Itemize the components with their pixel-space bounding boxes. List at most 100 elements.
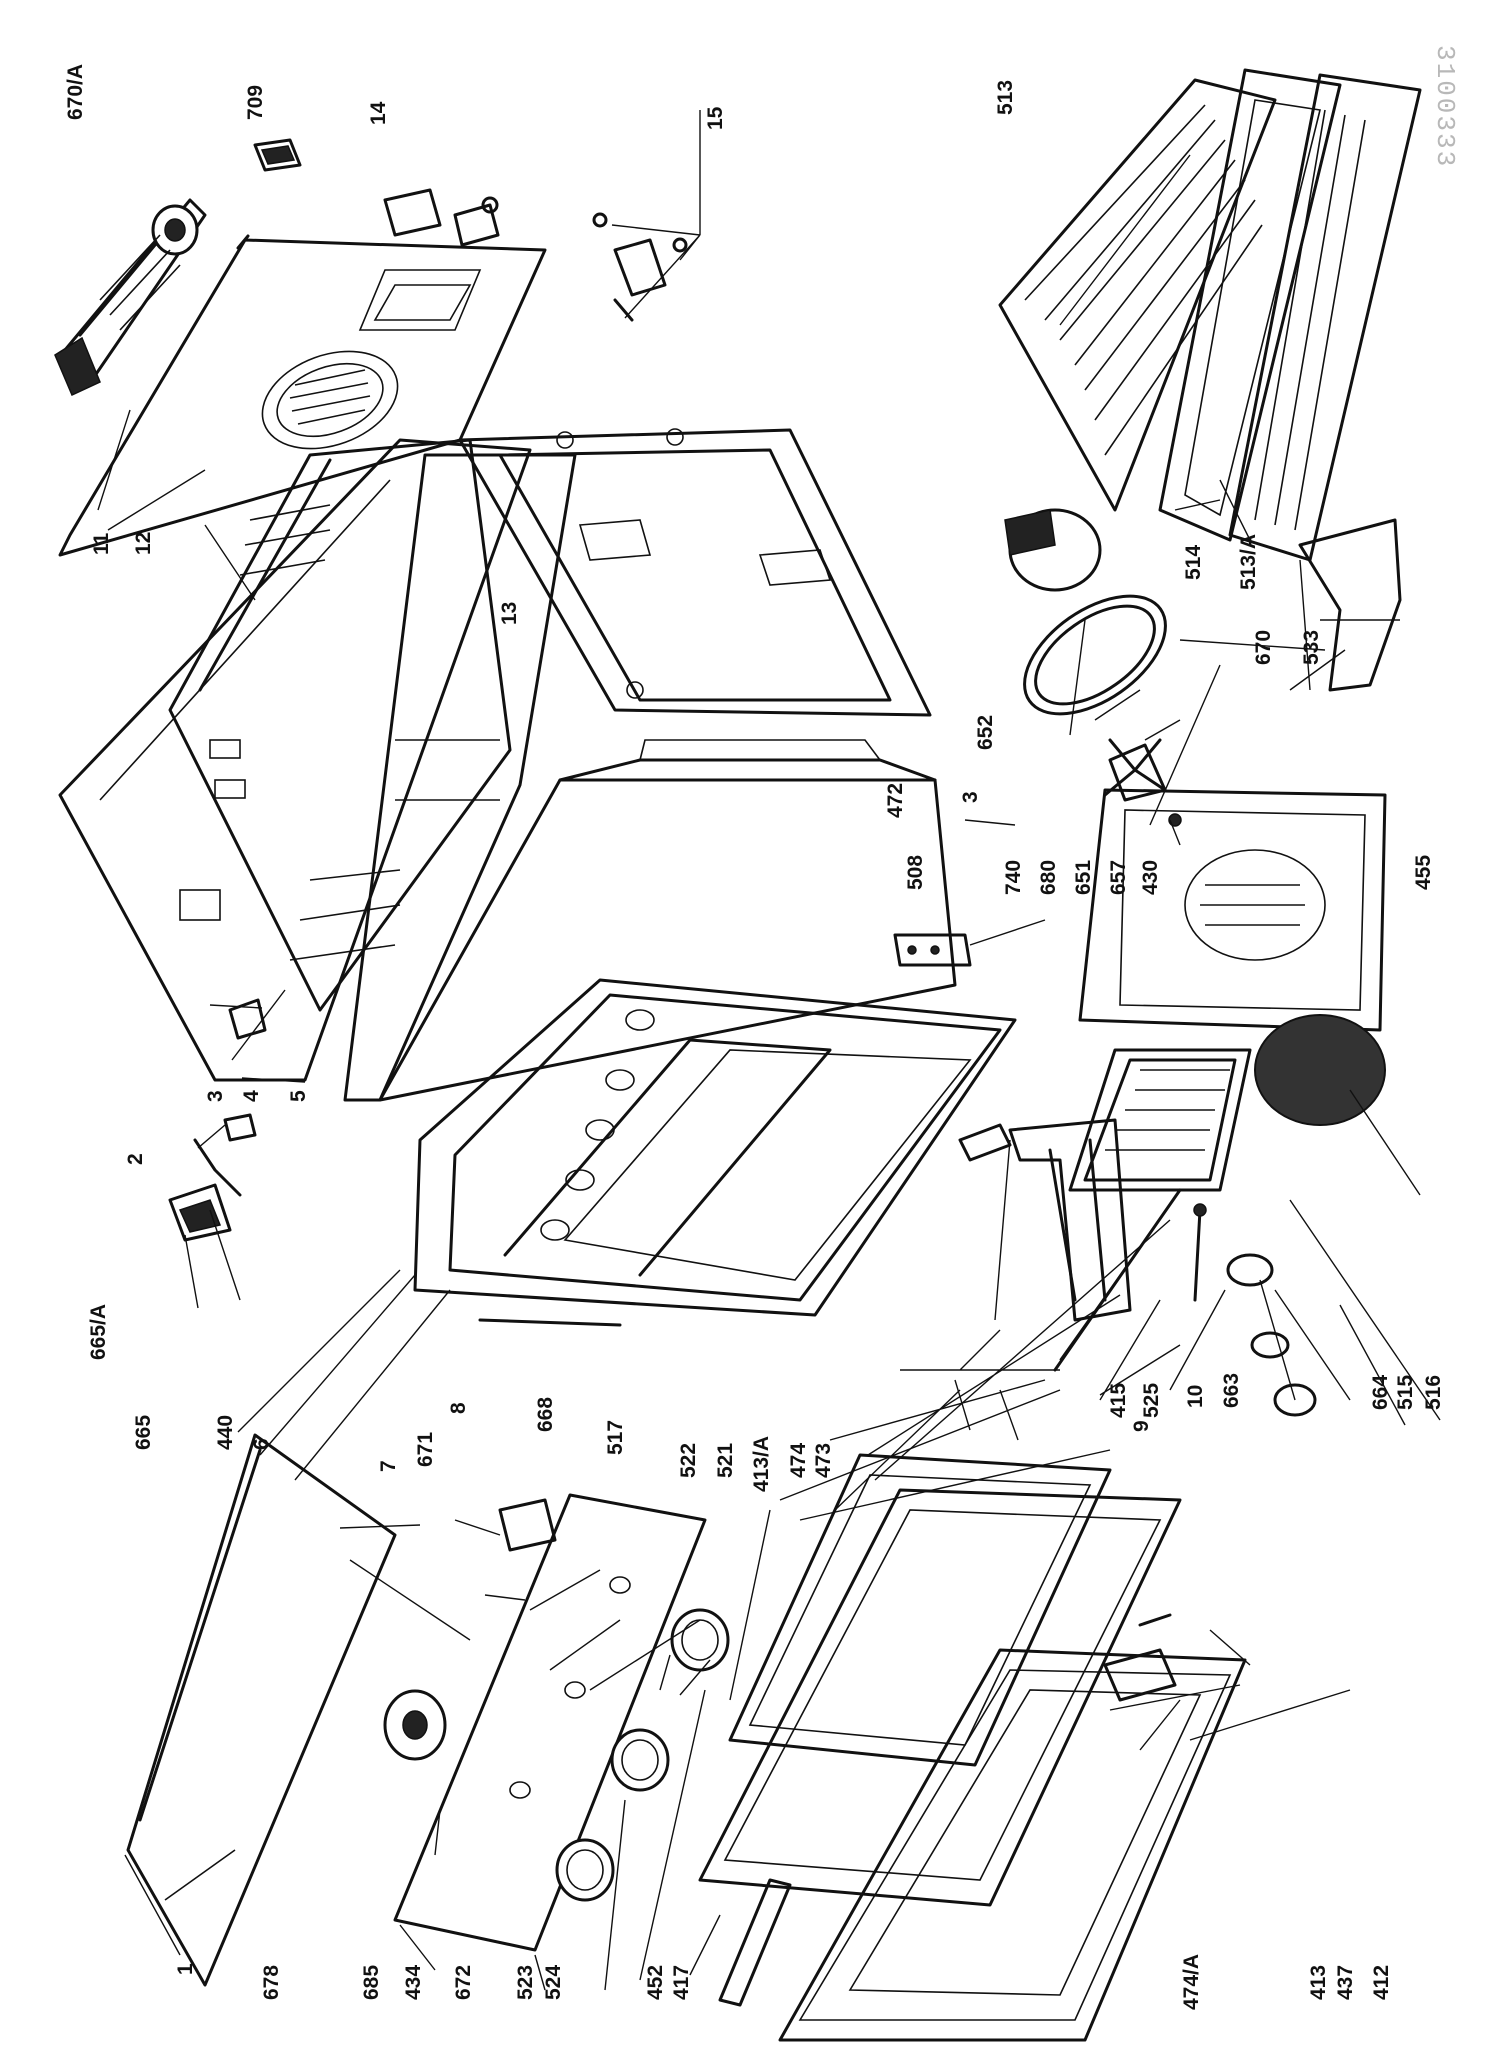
label-670a: 670/A — [64, 64, 87, 120]
label-15: 15 — [704, 106, 727, 130]
label-474a: 474/A — [1180, 1954, 1203, 2010]
control-knob-521 — [670, 1608, 730, 1672]
label-6: 6 — [250, 1438, 273, 1450]
label-8: 8 — [447, 1402, 470, 1414]
leader-lines — [97, 154, 1441, 1991]
sensor-rod-10 — [1193, 1203, 1207, 1302]
label-413: 413 — [1307, 1965, 1330, 2000]
control-knob-523 — [555, 1838, 615, 1902]
right-side-panel-3 — [458, 428, 932, 717]
label-665a: 665/A — [87, 1304, 110, 1360]
label-434: 434 — [402, 1965, 425, 2000]
switch-665 — [168, 1183, 232, 1242]
label-9: 9 — [1130, 1420, 1153, 1432]
label-508: 508 — [904, 855, 927, 890]
bracket-14 — [383, 188, 500, 247]
label-474: 474 — [787, 1443, 810, 1478]
circular-element-652 — [1023, 594, 1167, 716]
label-10: 10 — [1184, 1385, 1207, 1408]
reference-code: 3100333 — [1430, 45, 1460, 168]
label-455: 455 — [1412, 855, 1435, 890]
label-740: 740 — [1002, 860, 1025, 895]
rear-cavity-panel-430 — [1078, 788, 1387, 1032]
label-472: 472 — [884, 783, 907, 818]
front-frame-440 — [413, 978, 1017, 1317]
oven-shelf-513 — [998, 78, 1277, 512]
door-handle-417 — [718, 1878, 792, 2007]
control-panel-434 — [393, 1493, 707, 1952]
label-525: 525 — [1140, 1383, 1163, 1418]
label-671: 671 — [414, 1432, 437, 1467]
baking-tray-514 — [1158, 68, 1342, 542]
control-knob-524 — [610, 1728, 670, 1792]
label-7: 7 — [377, 1460, 400, 1472]
label-533: 533 — [1300, 630, 1323, 665]
label-513: 513 — [994, 80, 1017, 115]
label-678: 678 — [260, 1965, 283, 2000]
label-413a: 413/A — [750, 1436, 773, 1492]
control-knob-678 — [383, 1689, 447, 1761]
label-14: 14 — [367, 101, 390, 125]
label-12: 12 — [132, 532, 155, 555]
label-2: 2 — [124, 1153, 147, 1165]
label-473: 473 — [812, 1443, 835, 1478]
label-664: 664 — [1369, 1375, 1392, 1410]
fan-motor-651 — [1004, 508, 1102, 592]
oven-cavity — [378, 739, 957, 1102]
label-5: 5 — [287, 1090, 310, 1102]
label-3-right: 3 — [959, 791, 982, 803]
label-514: 514 — [1182, 545, 1205, 580]
fan-impeller-670 — [1103, 738, 1182, 827]
label-417: 417 — [670, 1965, 693, 2000]
label-516: 516 — [1422, 1375, 1445, 1410]
rear-panel-11 — [58, 234, 547, 557]
connector-709 — [253, 138, 302, 172]
bracket-4 — [228, 998, 267, 1040]
label-437: 437 — [1334, 1965, 1357, 2000]
bracket-set-15 — [592, 110, 701, 322]
label-672: 672 — [452, 1965, 475, 2000]
label-663: 663 — [1220, 1373, 1243, 1408]
label-11: 11 — [90, 532, 113, 555]
tray-handle-533 — [1298, 518, 1402, 692]
label-430: 430 — [1139, 860, 1162, 895]
grill-pan-513a — [1228, 73, 1422, 562]
label-657: 657 — [1107, 860, 1130, 895]
label-515: 515 — [1394, 1375, 1417, 1410]
label-1: 1 — [174, 1963, 197, 1975]
outer-casing-13 — [343, 453, 577, 1102]
label-513a: 513/A — [1237, 534, 1260, 590]
label-685: 685 — [360, 1965, 383, 2000]
label-521: 521 — [714, 1443, 737, 1478]
label-523: 523 — [514, 1965, 537, 2000]
label-670: 670 — [1252, 630, 1275, 665]
tangential-fan-motor-670a — [54, 198, 207, 397]
label-452: 452 — [644, 1965, 667, 2000]
label-524: 524 — [542, 1965, 565, 2000]
fan-guard-455 — [1254, 1014, 1386, 1126]
thermostat-probe-517 — [478, 1318, 622, 1327]
label-412: 412 — [1370, 1965, 1393, 2000]
label-522: 522 — [677, 1443, 700, 1478]
label-668: 668 — [534, 1397, 557, 1432]
oven-lamp-663 — [1226, 1253, 1317, 1417]
label-652: 652 — [974, 715, 997, 750]
shelf-support-525 — [1053, 1188, 1182, 1372]
label-651: 651 — [1072, 860, 1095, 895]
label-440: 440 — [214, 1415, 237, 1450]
door-glass-413a — [728, 1453, 1112, 1767]
hinge-508 — [893, 933, 972, 967]
thermostat-2 — [193, 1113, 257, 1197]
door-outer-474a — [778, 1648, 1247, 2042]
label-4: 4 — [240, 1090, 263, 1102]
door-hinge-437 — [1103, 1613, 1177, 1702]
label-415: 415 — [1107, 1383, 1130, 1418]
part-labels: 670/A 709 14 15 513 514 513/A 533 670 65… — [64, 64, 1445, 2010]
door-liner-452 — [698, 1488, 1182, 1907]
label-517: 517 — [604, 1420, 627, 1455]
left-side-panel-3 — [58, 438, 532, 1082]
label-3-left: 3 — [204, 1090, 227, 1102]
grill-element-680 — [958, 1118, 1132, 1322]
label-709: 709 — [244, 85, 267, 120]
